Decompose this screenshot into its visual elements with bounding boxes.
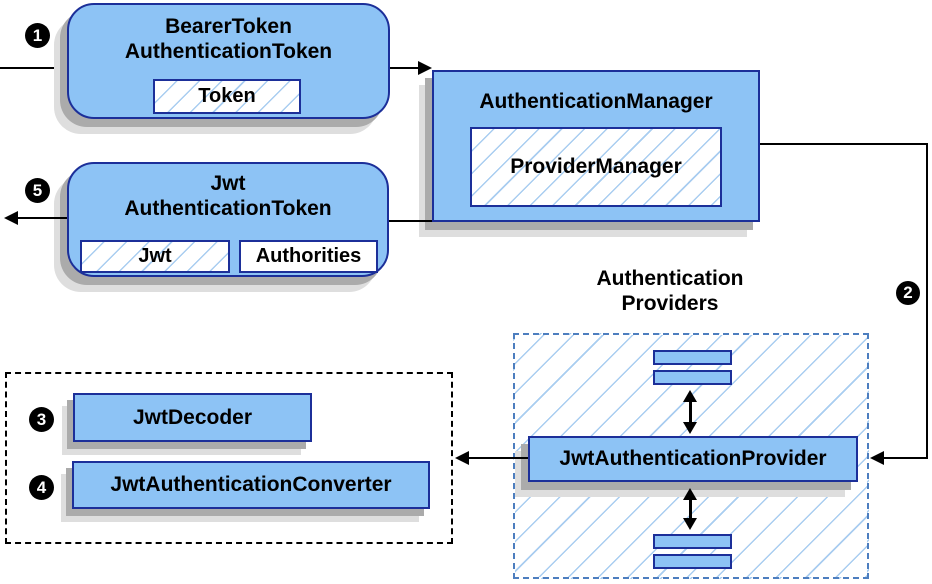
manager-to-provider-arrowhead xyxy=(870,451,884,465)
provider-to-decoder-arrow-line xyxy=(468,457,528,459)
token-field: Token xyxy=(153,79,301,114)
jwt-decoder-box: JwtDecoder xyxy=(73,393,312,442)
bearer-to-manager-arrowhead xyxy=(418,61,432,75)
bearer-token-title-line1: BearerToken xyxy=(165,15,292,38)
manager-to-provider-path-side xyxy=(926,143,928,458)
authorities-field: Authorities xyxy=(239,240,378,273)
provider-manager-label: ProviderManager xyxy=(510,155,682,178)
jwt-authentication-token-box: Jwt AuthenticationToken Jwt Authorities xyxy=(67,162,389,277)
bearer-token-box-title: BearerToken AuthenticationToken xyxy=(69,14,388,64)
manager-to-jwt-token-line xyxy=(389,220,432,222)
jwt-token-box-title: Jwt AuthenticationToken xyxy=(69,171,387,221)
provider-link-top-arrowhead-down xyxy=(683,422,697,434)
authorities-field-label: Authorities xyxy=(255,245,362,267)
authentication-manager-box: AuthenticationManager ProviderManager xyxy=(432,70,760,222)
manager-to-provider-path-top xyxy=(760,143,928,145)
other-provider-rect-1 xyxy=(653,350,732,365)
jwt-authentication-converter-label: JwtAuthenticationConverter xyxy=(110,473,392,496)
step-4-badge: 4 xyxy=(29,475,54,500)
step-1-badge: 1 xyxy=(25,23,50,48)
outgoing-response-arrowhead xyxy=(4,211,18,225)
step-2-number: 2 xyxy=(903,283,913,302)
manager-to-provider-path-bottom xyxy=(884,457,928,459)
authentication-providers-label: Authentication Providers xyxy=(540,266,800,316)
jwt-decoder-label: JwtDecoder xyxy=(132,405,253,429)
jwt-field-label: Jwt xyxy=(138,245,172,267)
jwt-token-title-line1: Jwt xyxy=(210,172,246,195)
provider-to-decoder-arrowhead xyxy=(455,451,469,465)
bearer-to-manager-arrow-line xyxy=(390,67,420,69)
provider-link-bottom-arrowhead-down xyxy=(683,518,697,530)
outgoing-response-line xyxy=(18,217,67,219)
bearer-token-title-line2: AuthenticationToken xyxy=(124,40,333,63)
jwt-field: Jwt xyxy=(80,240,230,273)
provider-link-bottom-line xyxy=(689,499,692,519)
authentication-providers-label-line2: Providers xyxy=(621,292,719,315)
incoming-request-line xyxy=(0,67,67,69)
bearer-token-authentication-token-box: BearerToken AuthenticationToken Token xyxy=(67,3,390,119)
authentication-providers-label-line1: Authentication xyxy=(596,267,744,290)
jwt-authentication-converter-box: JwtAuthenticationConverter xyxy=(72,461,430,509)
jwt-token-title-line2: AuthenticationToken xyxy=(124,197,332,220)
decoder-converter-group xyxy=(5,372,453,544)
step-5-number: 5 xyxy=(32,180,43,200)
step-4-number: 4 xyxy=(36,477,47,497)
other-provider-rect-3 xyxy=(653,534,732,549)
other-provider-rect-2 xyxy=(653,370,732,385)
provider-link-top-line xyxy=(689,401,692,423)
jwt-authentication-provider-box: JwtAuthenticationProvider xyxy=(528,436,858,482)
step-1-number: 1 xyxy=(32,25,43,45)
step-5-badge: 5 xyxy=(25,178,50,203)
jwt-authentication-provider-label: JwtAuthenticationProvider xyxy=(559,447,827,470)
provider-link-bottom-arrowhead-up xyxy=(683,488,697,500)
step-2-badge: 2 xyxy=(896,281,920,305)
provider-manager-field: ProviderManager xyxy=(470,127,722,207)
step-3-number: 3 xyxy=(36,409,47,429)
authentication-manager-title: AuthenticationManager xyxy=(479,90,713,113)
token-field-label: Token xyxy=(198,85,256,107)
step-3-badge: 3 xyxy=(29,407,54,432)
provider-link-top-arrowhead-up xyxy=(683,390,697,402)
other-provider-rect-4 xyxy=(653,554,732,569)
